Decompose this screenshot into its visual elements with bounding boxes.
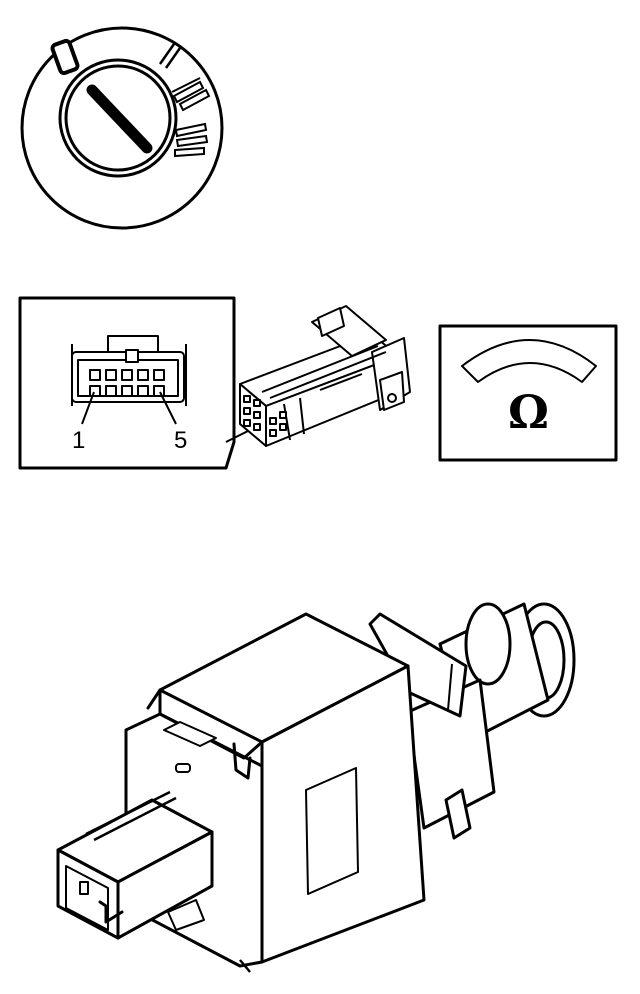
housing-label-recess <box>305 767 359 895</box>
plug-side-face <box>116 830 214 940</box>
connector-plug-icon <box>239 305 411 447</box>
plug-socket <box>65 865 109 931</box>
connector-face-icon <box>71 335 187 406</box>
key-slot <box>86 84 153 154</box>
brake-light-switch-icon <box>56 602 576 973</box>
ohmmeter-icon: Ω <box>438 324 618 462</box>
position-mark-II <box>171 77 211 112</box>
position-mark-III <box>174 122 209 158</box>
pin-label-1: 1 <box>72 427 85 454</box>
position-mark-I <box>158 43 182 69</box>
pin-1-leader <box>81 391 95 425</box>
pin-5-leader <box>159 391 177 425</box>
ohm-symbol: Ω <box>508 385 549 439</box>
ohmmeter-scale-arc <box>461 339 597 383</box>
ignition-switch-icon: 0 <box>20 26 224 230</box>
pin-label-5: 5 <box>174 427 187 454</box>
position-0-glyph <box>50 38 80 76</box>
connector-callout-box: 1 5 <box>18 296 236 470</box>
